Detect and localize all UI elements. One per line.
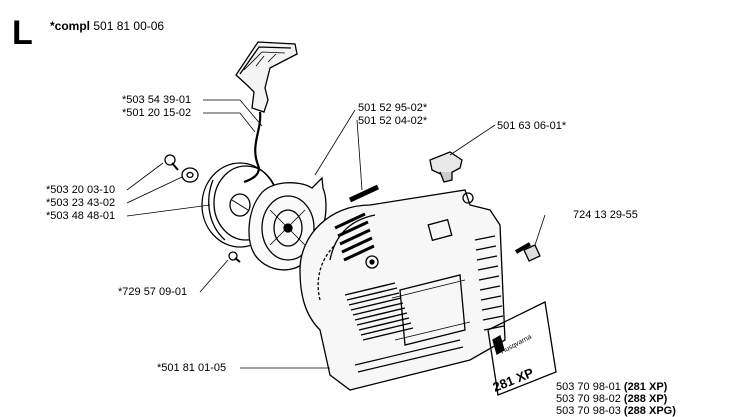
variant-model: (281 XP) <box>623 381 668 393</box>
assembly-title: *compl 501 81 00-06 <box>50 19 164 33</box>
assembly-prefix: *compl <box>50 19 91 33</box>
variant-model: (288 XP) <box>623 393 668 405</box>
part-label-screw-top: *503 20 03-10 <box>46 184 116 196</box>
part-label-housing: *501 81 01-05 <box>157 362 227 374</box>
variant-model: (288 XPG) <box>623 405 676 417</box>
leader-lines <box>126 99 546 369</box>
bolt <box>515 242 541 262</box>
starter-cord <box>243 111 262 184</box>
variant-number: 503 70 98-01 <box>556 381 621 393</box>
part-label-handle-b: *501 20 15-02 <box>122 107 192 119</box>
cap <box>429 151 463 183</box>
variant-row: 503 70 98-01 (281 XP) <box>556 381 667 393</box>
pin <box>348 184 380 203</box>
variant-row: 503 70 98-03 (288 XPG) <box>556 405 676 417</box>
starter-handle <box>235 41 298 113</box>
screw-and-washer <box>164 154 199 183</box>
section-letter: L <box>12 14 33 52</box>
part-label-pulley: *503 48 48-01 <box>46 210 116 222</box>
part-label-pin-a: 501 52 95-02* <box>358 102 428 114</box>
decal-model: 281 XP <box>491 365 536 395</box>
decal <box>487 301 557 396</box>
variant-row: 503 70 98-02 (288 XP) <box>556 393 667 405</box>
starter-housing <box>299 189 506 391</box>
part-label-bolt: 724 13 29-55 <box>573 209 638 221</box>
part-label-cap: 501 63 06-01* <box>497 120 567 132</box>
part-label-handle-a: *503 54 39-01 <box>122 94 192 106</box>
part-label-pin-b: 501 52 04-02* <box>358 115 428 127</box>
part-label-tiny-screw: *729 57 09-01 <box>118 286 188 298</box>
variant-number: 503 70 98-02 <box>556 393 621 405</box>
part-label-washer: *503 23 43-02 <box>46 197 116 209</box>
assembly-number: 501 81 00-06 <box>93 19 165 33</box>
variant-number: 503 70 98-03 <box>556 405 621 417</box>
tiny-screw <box>228 251 241 263</box>
